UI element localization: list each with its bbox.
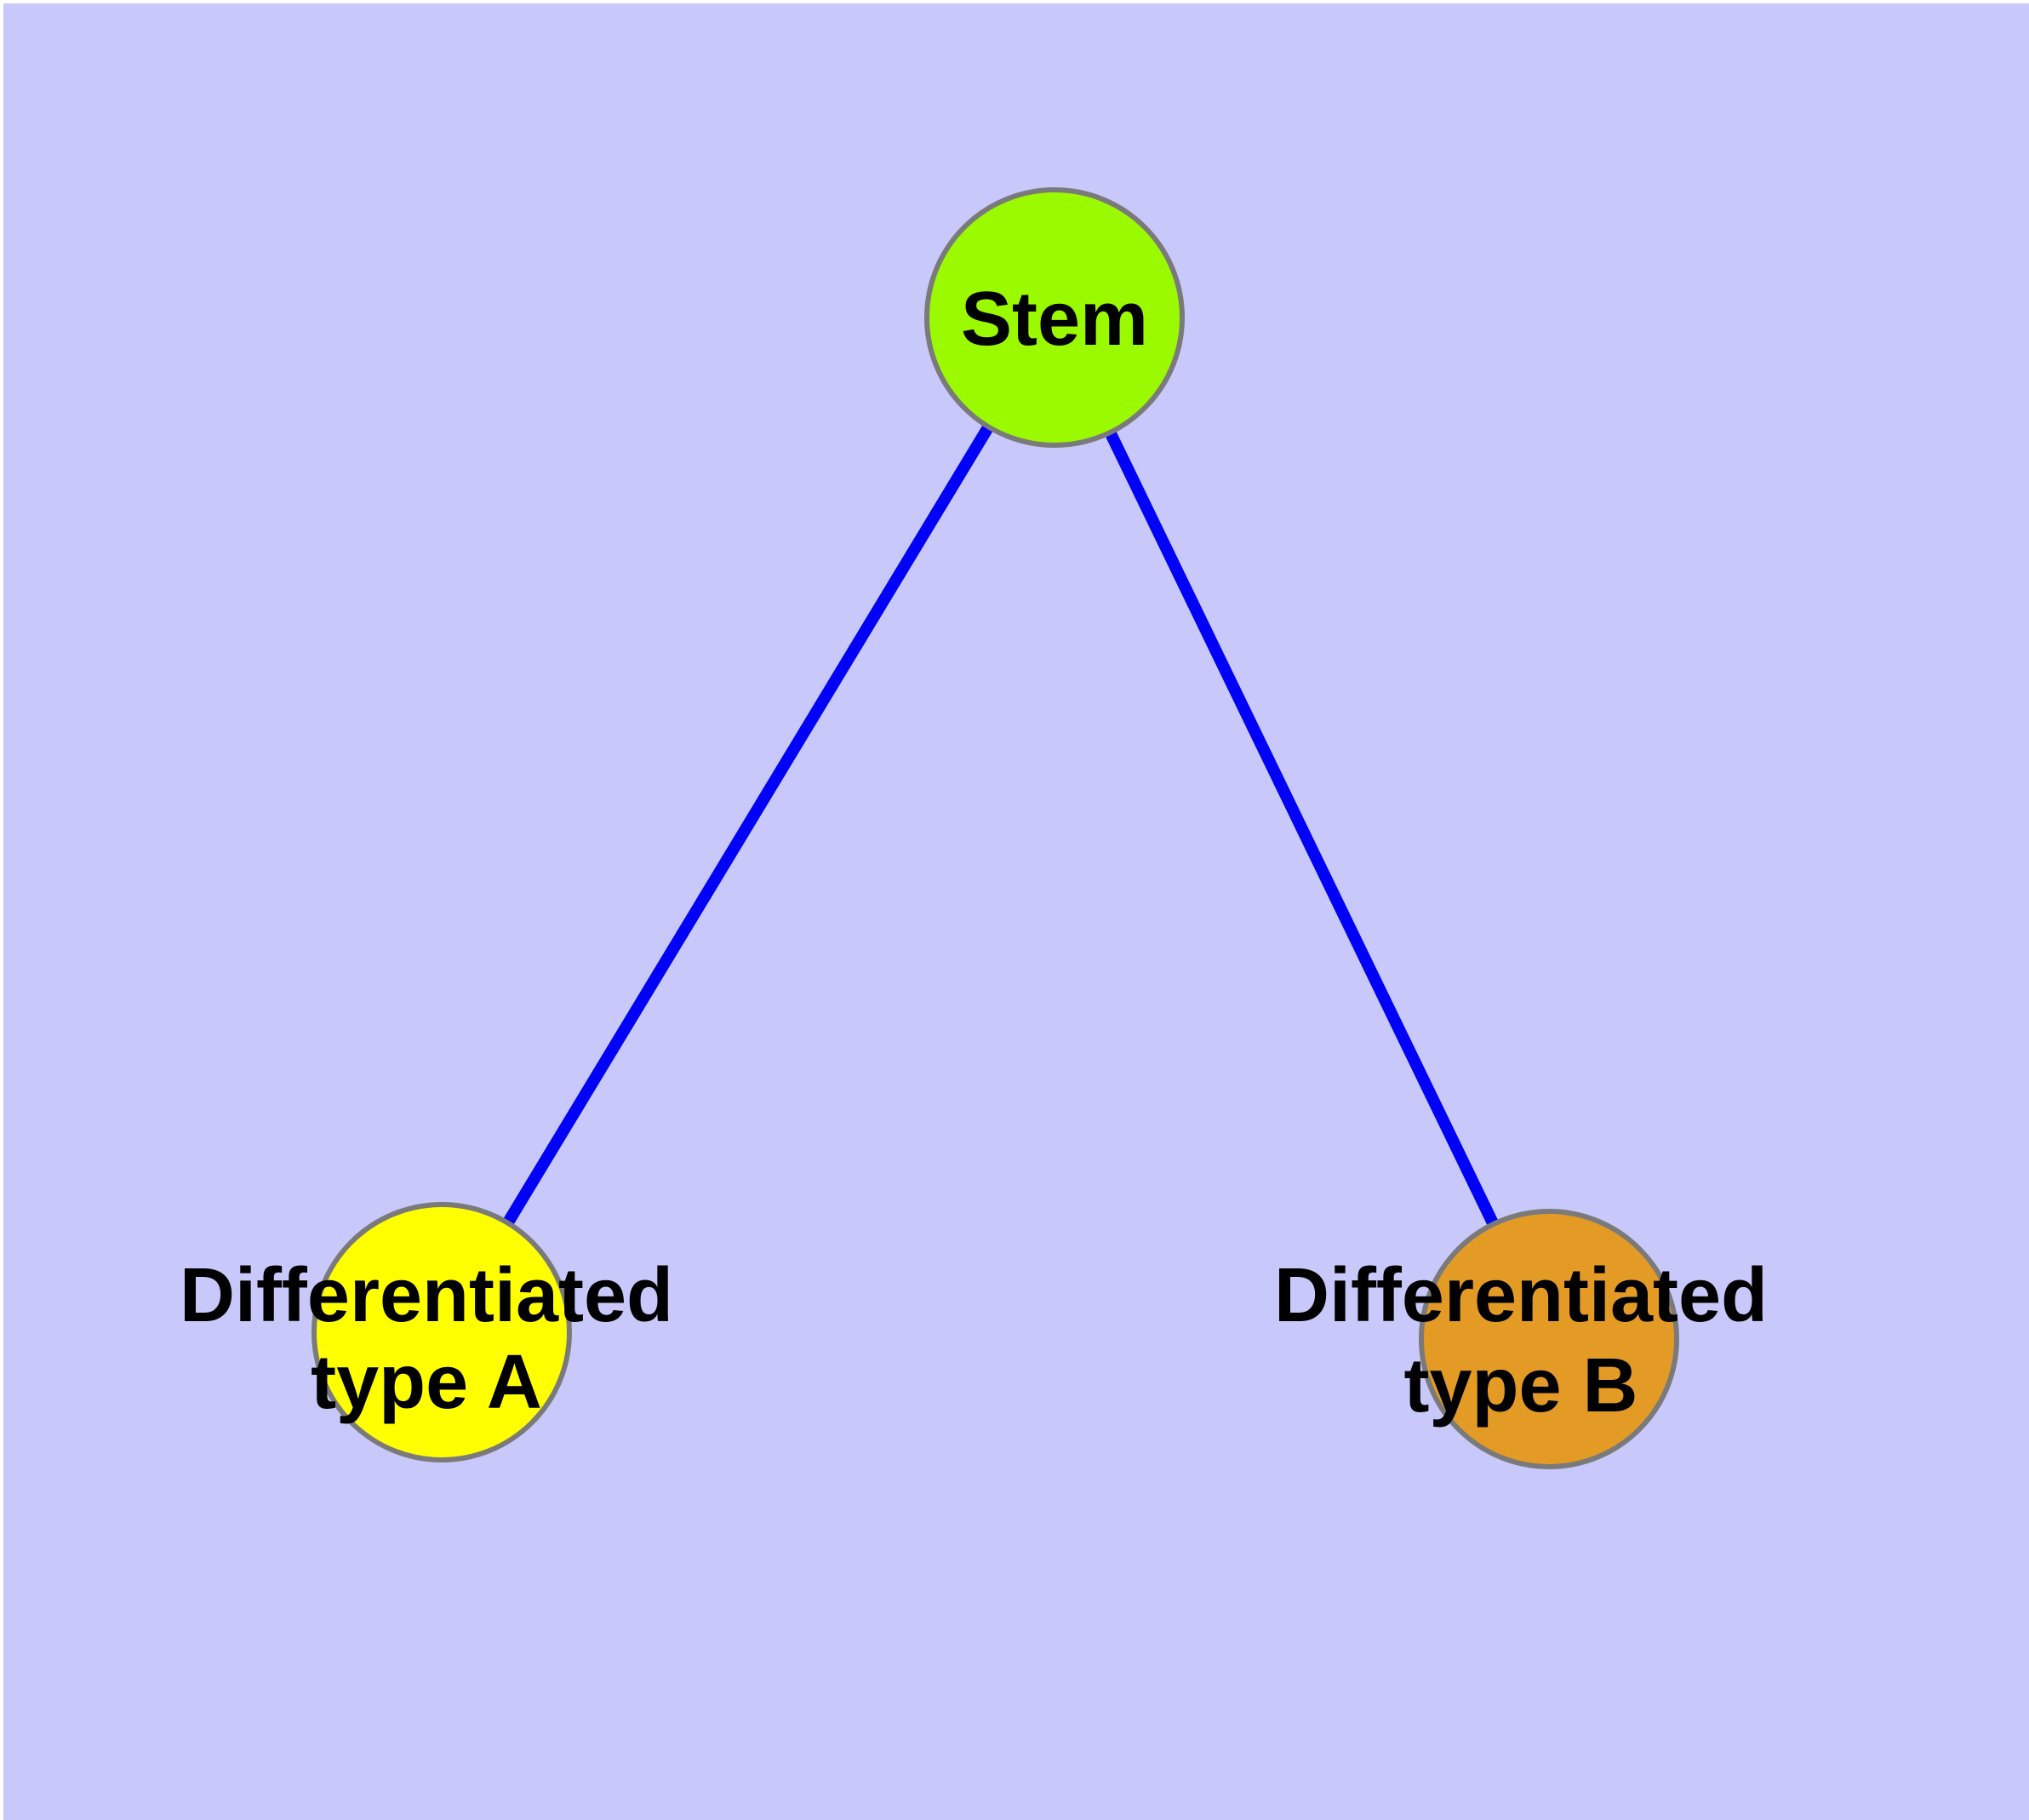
node-label-differentiated-type-a-line-1: Differentiated <box>180 1253 673 1338</box>
node-label-stem: Stem <box>961 277 1148 362</box>
node-differentiated-type-b <box>1419 1209 1679 1469</box>
nodes-layer <box>311 187 1679 1469</box>
node-label-differentiated-type-b-line-2: type B <box>1403 1343 1637 1428</box>
node-label-differentiated-type-a-line-2: type A <box>311 1340 542 1425</box>
edge-stem-to-differentiated-type-a <box>437 314 1060 1336</box>
edges-layer <box>437 314 1555 1342</box>
node-stem <box>924 187 1185 448</box>
node-label-stem-line-1: Stem <box>961 277 1148 362</box>
node-differentiated-type-a <box>311 1202 572 1462</box>
edge-stem-to-differentiated-type-b <box>1049 314 1555 1342</box>
node-label-differentiated-type-b-line-1: Differentiated <box>1274 1253 1768 1338</box>
